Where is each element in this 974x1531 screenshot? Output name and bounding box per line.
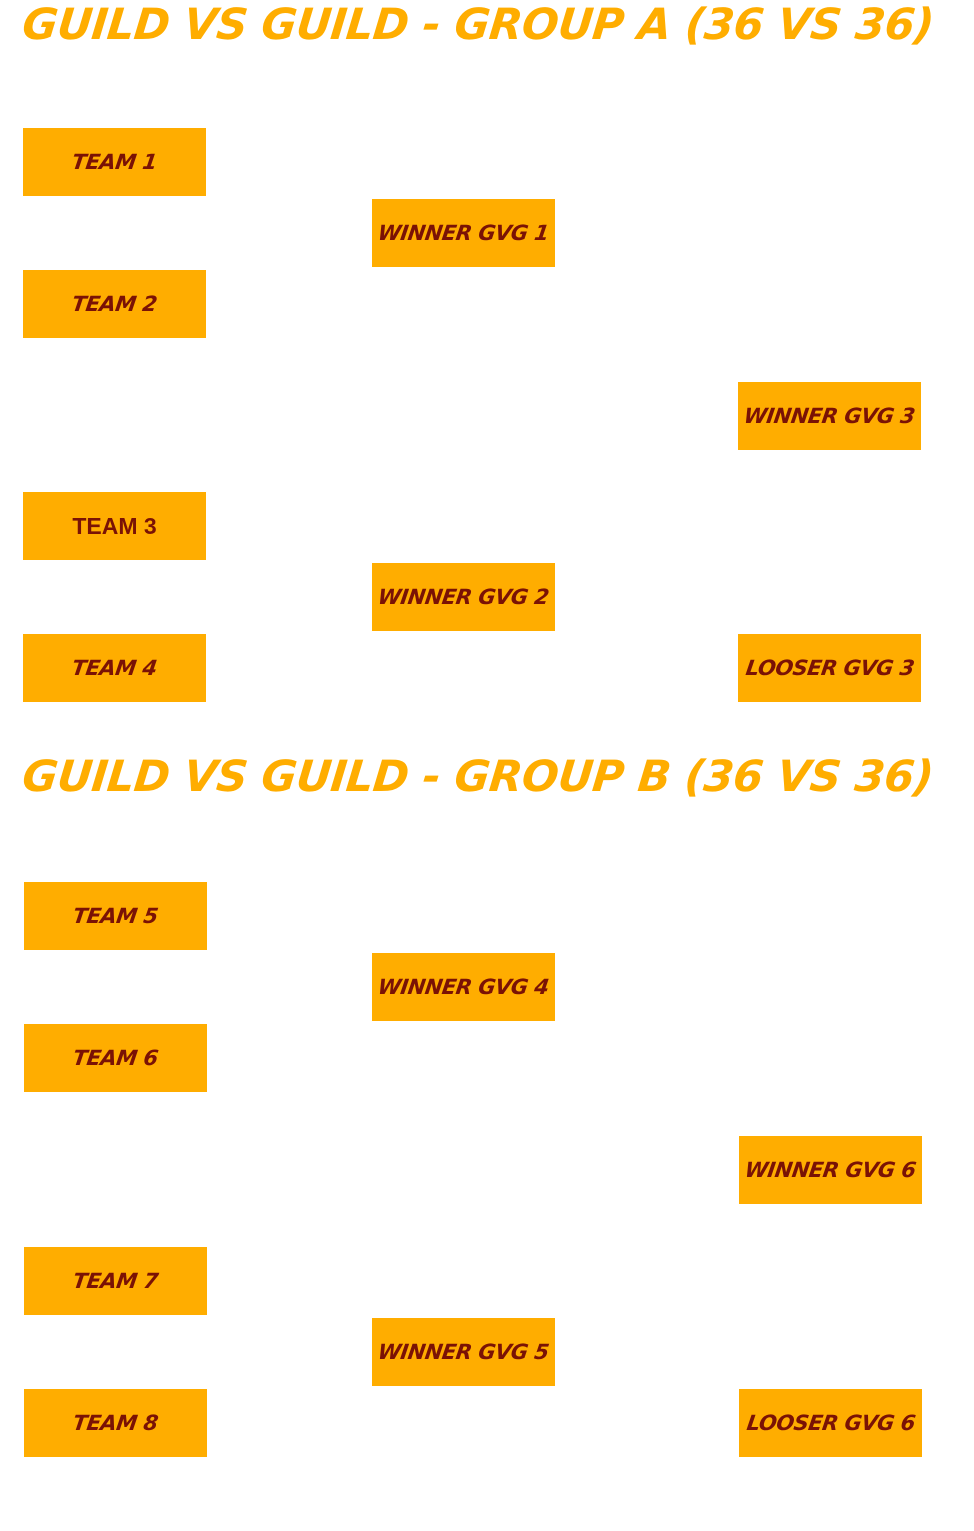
group-b-final-winner-slot[interactable]: WINNER GVG 6 xyxy=(739,1136,922,1204)
group-b-title: GUILD VS GUILD - GROUP B (36 VS 36) xyxy=(20,752,936,802)
team-label: TEAM 7 xyxy=(71,1269,160,1293)
team-label: TEAM 2 xyxy=(70,292,159,316)
group-a-team-1-slot[interactable]: TEAM 1 xyxy=(23,128,206,196)
group-a-team-3-slot[interactable]: TEAM 3 xyxy=(23,492,206,560)
group-b-team-2-slot[interactable]: TEAM 6 xyxy=(24,1024,207,1092)
match-label: LOOSER GVG 3 xyxy=(743,656,916,680)
group-b-team-3-slot[interactable]: TEAM 7 xyxy=(24,1247,207,1315)
group-b-winner-1-slot[interactable]: WINNER GVG 4 xyxy=(372,953,555,1021)
group-a-team-4-slot[interactable]: TEAM 4 xyxy=(23,634,206,702)
team-label: TEAM 6 xyxy=(71,1046,160,1070)
group-b-team-1-slot[interactable]: TEAM 5 xyxy=(24,882,207,950)
team-label: TEAM 1 xyxy=(70,150,159,174)
match-label: WINNER GVG 1 xyxy=(376,221,551,245)
match-label: LOOSER GVG 6 xyxy=(744,1411,917,1435)
group-a-team-2-slot[interactable]: TEAM 2 xyxy=(23,270,206,338)
match-label: WINNER GVG 2 xyxy=(376,585,551,609)
group-b-team-4-slot[interactable]: TEAM 8 xyxy=(24,1389,207,1457)
team-label: TEAM 5 xyxy=(71,904,160,928)
group-a-final-winner-slot[interactable]: WINNER GVG 3 xyxy=(738,382,921,450)
group-b-winner-2-slot[interactable]: WINNER GVG 5 xyxy=(372,1318,555,1386)
match-label: WINNER GVG 3 xyxy=(742,404,917,428)
group-a-title: GUILD VS GUILD - GROUP A (36 VS 36) xyxy=(20,0,937,50)
team-label: TEAM 8 xyxy=(71,1411,160,1435)
match-label: WINNER GVG 5 xyxy=(376,1340,551,1364)
match-label: WINNER GVG 6 xyxy=(743,1158,918,1182)
team-label: TEAM 4 xyxy=(70,656,159,680)
group-a-winner-1-slot[interactable]: WINNER GVG 1 xyxy=(372,199,555,267)
team-label: TEAM 3 xyxy=(72,512,157,539)
group-b-final-loser-slot[interactable]: LOOSER GVG 6 xyxy=(739,1389,922,1457)
match-label: WINNER GVG 4 xyxy=(376,975,551,999)
group-a-winner-2-slot[interactable]: WINNER GVG 2 xyxy=(372,563,555,631)
group-a-final-loser-slot[interactable]: LOOSER GVG 3 xyxy=(738,634,921,702)
